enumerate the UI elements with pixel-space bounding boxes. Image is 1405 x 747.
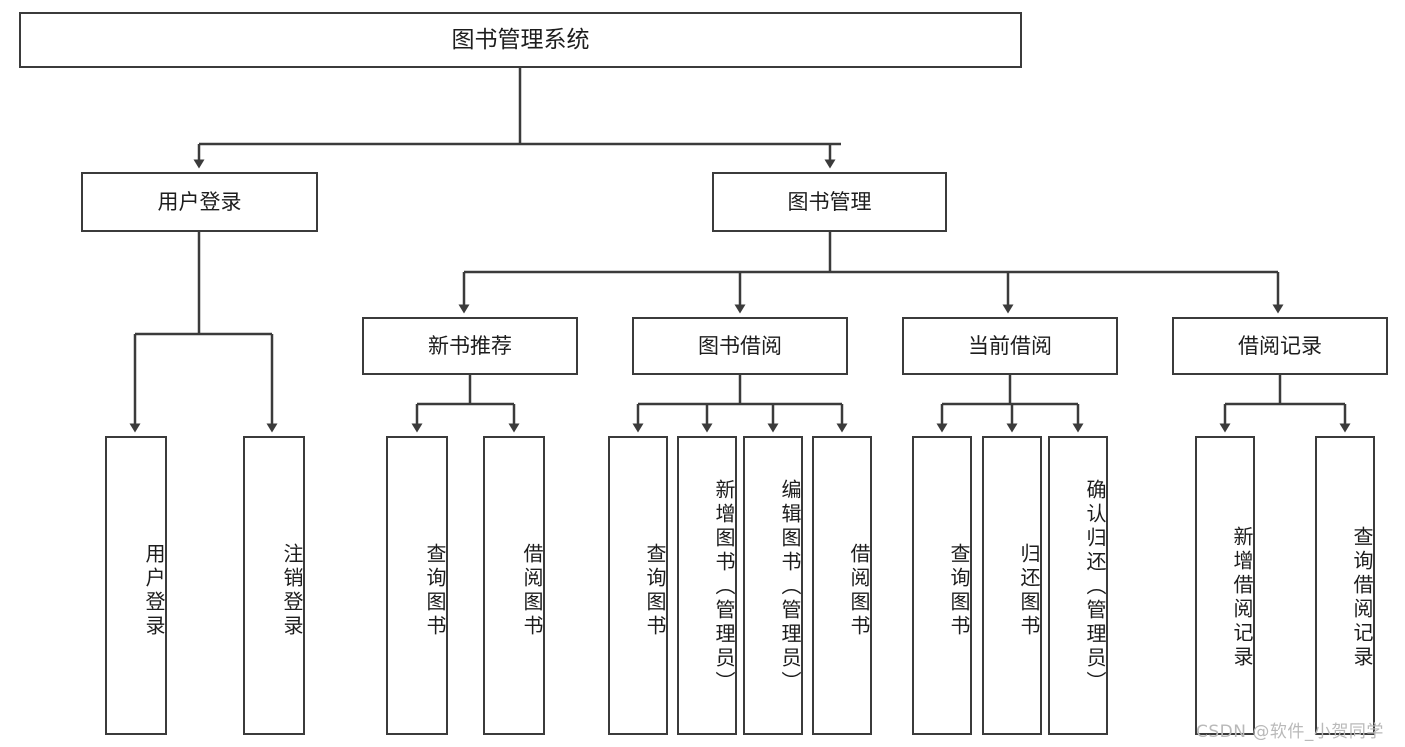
leaf-edit-book-admin-label: 编辑图书（管理员） <box>778 478 802 695</box>
leaf-logout-login-label: 注销登录 <box>280 542 304 639</box>
node-book-borrow-label: 图书借阅 <box>698 333 782 358</box>
leaf-borrow-book-1[interactable]: 借阅图书 <box>483 436 545 735</box>
leaf-user-login[interactable]: 用户登录 <box>105 436 167 735</box>
node-current-borrow-label: 当前借阅 <box>968 333 1052 358</box>
leaf-borrow-book-2-label: 借阅图书 <box>847 542 871 639</box>
node-borrow-record[interactable]: 借阅记录 <box>1172 317 1388 375</box>
leaf-logout-login[interactable]: 注销登录 <box>243 436 305 735</box>
leaf-user-login-label: 用户登录 <box>142 542 166 639</box>
node-root[interactable]: 图书管理系统 <box>19 12 1022 68</box>
node-current-borrow[interactable]: 当前借阅 <box>902 317 1118 375</box>
node-user-login[interactable]: 用户登录 <box>81 172 318 232</box>
leaf-add-book-admin-label: 新增图书（管理员） <box>712 478 736 695</box>
leaf-borrow-book-2[interactable]: 借阅图书 <box>812 436 872 735</box>
leaf-confirm-return-admin-label: 确认归还（管理员） <box>1083 478 1107 695</box>
leaf-add-book-admin[interactable]: 新增图书（管理员） <box>677 436 737 735</box>
node-new-book-recommend-label: 新书推荐 <box>428 333 512 358</box>
leaf-query-book-3-label: 查询图书 <box>947 542 971 639</box>
leaf-query-book-2-label: 查询图书 <box>643 542 667 639</box>
leaf-edit-book-admin[interactable]: 编辑图书（管理员） <box>743 436 803 735</box>
leaf-return-book-label: 归还图书 <box>1017 542 1041 639</box>
leaf-add-borrow-record-label: 新增借阅记录 <box>1230 525 1254 670</box>
node-book-borrow[interactable]: 图书借阅 <box>632 317 848 375</box>
leaf-query-book-1[interactable]: 查询图书 <box>386 436 448 735</box>
leaf-confirm-return-admin[interactable]: 确认归还（管理员） <box>1048 436 1108 735</box>
leaf-query-book-2[interactable]: 查询图书 <box>608 436 668 735</box>
node-new-book-recommend[interactable]: 新书推荐 <box>362 317 578 375</box>
node-borrow-record-label: 借阅记录 <box>1238 333 1322 358</box>
node-book-management[interactable]: 图书管理 <box>712 172 947 232</box>
node-root-label: 图书管理系统 <box>451 26 590 53</box>
watermark: CSDN @软件_小贺同学 <box>1196 722 1384 742</box>
leaf-query-borrow-record[interactable]: 查询借阅记录 <box>1315 436 1375 735</box>
leaf-query-borrow-record-label: 查询借阅记录 <box>1350 525 1374 670</box>
leaf-query-book-1-label: 查询图书 <box>423 542 447 639</box>
leaf-query-book-3[interactable]: 查询图书 <box>912 436 972 735</box>
leaf-borrow-book-1-label: 借阅图书 <box>520 542 544 639</box>
leaf-add-borrow-record[interactable]: 新增借阅记录 <box>1195 436 1255 735</box>
node-book-management-label: 图书管理 <box>787 189 872 214</box>
leaf-return-book[interactable]: 归还图书 <box>982 436 1042 735</box>
node-user-login-label: 用户登录 <box>157 189 242 214</box>
